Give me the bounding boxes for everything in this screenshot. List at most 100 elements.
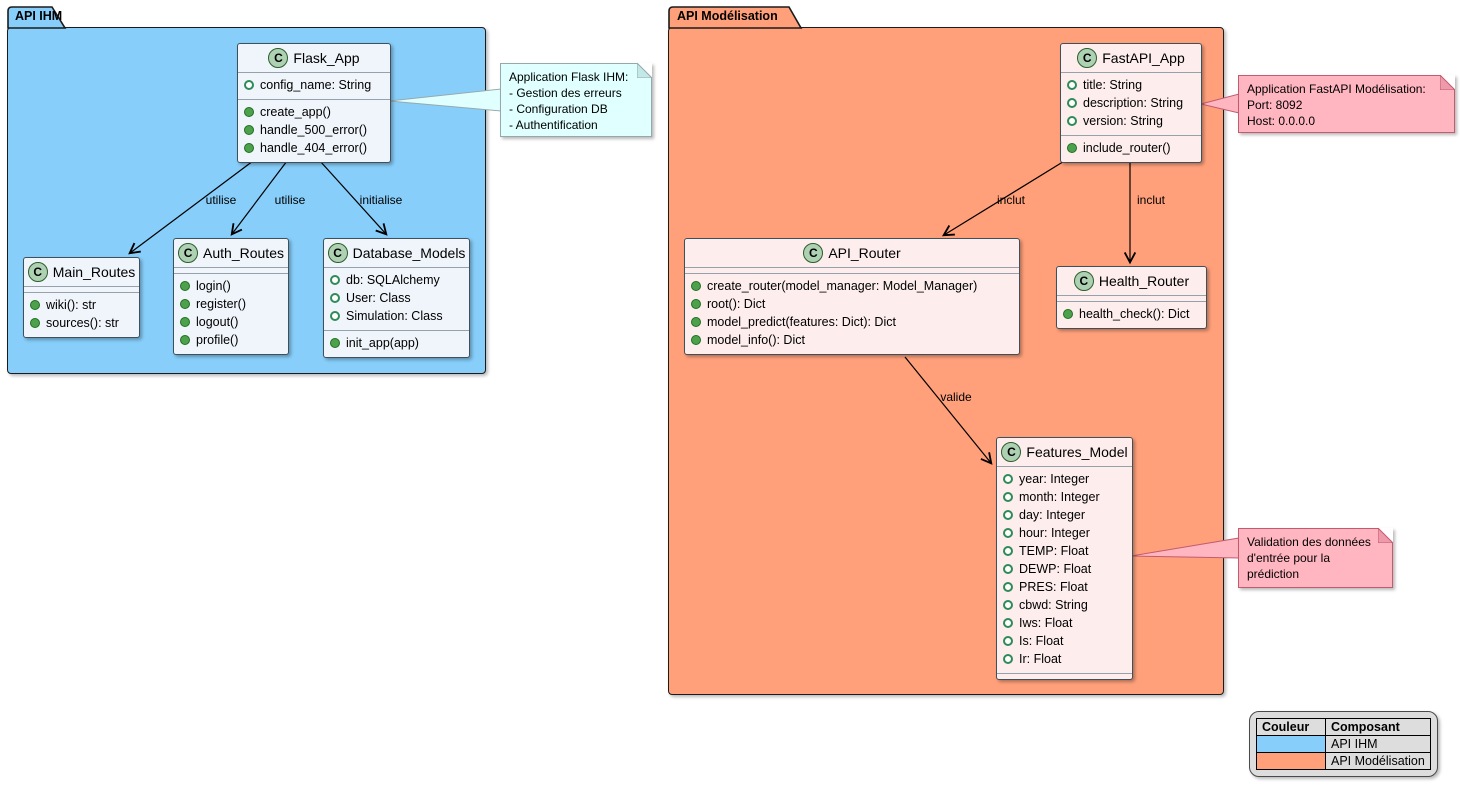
class-method: model_predict(features: Dict): Dict [691,313,1013,331]
class-methods-section: health_check(): Dict [1057,301,1206,328]
method-text: sources(): str [46,316,119,330]
class-methods-section: init_app(app) [324,330,469,357]
note-fold-icon [1378,528,1393,543]
method-icon [330,338,340,348]
attribute-text: config_name: String [260,78,372,92]
field-icon [1003,654,1013,664]
method-icon [691,317,701,327]
method-text: profile() [196,333,239,347]
class-attribute: User: Class [330,289,463,307]
method-text: create_router(model_manager: Model_Manag… [707,279,978,293]
method-icon [180,281,190,291]
attribute-text: User: Class [346,291,411,305]
class-circle-icon: C [27,262,48,282]
class-attributes-section [685,267,1019,273]
attribute-text: Iws: Float [1019,616,1073,630]
legend-table: Couleur Composant API IHM API Modélisati… [1256,718,1431,770]
class-name: Main_Routes [52,264,136,280]
attribute-text: db: SQLAlchemy [346,273,440,287]
method-icon [1063,309,1073,319]
class-attribute: TEMP: Float [1003,542,1126,560]
class-attribute: hour: Integer [1003,524,1126,542]
attribute-text: year: Integer [1019,472,1090,486]
note-fold-icon [1440,75,1455,90]
attribute-text: version: String [1083,114,1163,128]
class-method: model_info(): Dict [691,331,1013,349]
method-icon [244,125,254,135]
class-methods-section: login()register()logout()profile() [174,273,288,354]
field-icon [244,80,254,90]
legend-label-ihm: API IHM [1325,735,1431,753]
class-attribute: config_name: String [244,76,384,94]
class-attribute: month: Integer [1003,488,1126,506]
class-name: API_Router [828,245,901,261]
class-attribute: PRES: Float [1003,578,1126,596]
class-method: create_router(model_manager: Model_Manag… [691,277,1013,295]
class-attribute: DEWP: Float [1003,560,1126,578]
attribute-text: day: Integer [1019,508,1086,522]
method-icon [180,335,190,345]
class-attributes-section [1057,295,1206,301]
field-icon [1003,600,1013,610]
legend-header-couleur: Couleur [1256,718,1326,736]
note-fold-icon [637,63,652,78]
field-icon [330,275,340,285]
legend-swatch-modelisation [1256,752,1326,770]
class-attributes-section [24,286,139,292]
note-fastapi-app: Application FastAPI Modélisation: Port: … [1238,75,1455,133]
class-method: root(): Dict [691,295,1013,313]
method-text: handle_500_error() [260,123,368,137]
field-icon [1003,546,1013,556]
class-attribute: db: SQLAlchemy [330,271,463,289]
legend-header-composant: Composant [1325,718,1431,736]
method-text: create_app() [260,105,331,119]
class-method: profile() [180,331,282,349]
class-method: handle_500_error() [244,121,384,139]
attribute-text: TEMP: Float [1019,544,1089,558]
class-attribute: description: String [1067,94,1195,112]
class-methods-section: include_router() [1061,135,1201,162]
field-icon [1003,636,1013,646]
field-icon [1003,528,1013,538]
attribute-text: description: String [1083,96,1184,110]
class-attribute: year: Integer [1003,470,1126,488]
note-flask-app: Application Flask IHM: - Gestion des err… [500,63,652,137]
class-method: health_check(): Dict [1063,305,1200,323]
method-text: init_app(app) [346,336,419,350]
method-text: include_router() [1083,141,1171,155]
attribute-text: Ir: Float [1019,652,1062,666]
class-attributes-section [174,267,288,273]
method-icon [244,143,254,153]
class-method: init_app(app) [330,334,463,352]
class-circle-icon: C [1073,271,1094,291]
attribute-text: hour: Integer [1019,526,1090,540]
method-text: model_predict(features: Dict): Dict [707,315,896,329]
method-icon [691,299,701,309]
note-text: Application FastAPI Modélisation: Port: … [1247,82,1426,128]
method-icon [30,318,40,328]
method-icon [691,335,701,345]
field-icon [1067,98,1077,108]
package-ihm-title: API IHM [15,9,63,23]
attribute-text: Is: Float [1019,634,1064,648]
method-text: model_info(): Dict [707,333,805,347]
class-name: Auth_Routes [203,245,284,261]
attribute-text: PRES: Float [1019,580,1088,594]
method-text: handle_404_error() [260,141,368,155]
class-method: logout() [180,313,282,331]
class-attributes-section: config_name: String [238,72,390,99]
class-attribute: Ir: Float [1003,650,1126,668]
method-text: wiki(): str [46,298,96,312]
